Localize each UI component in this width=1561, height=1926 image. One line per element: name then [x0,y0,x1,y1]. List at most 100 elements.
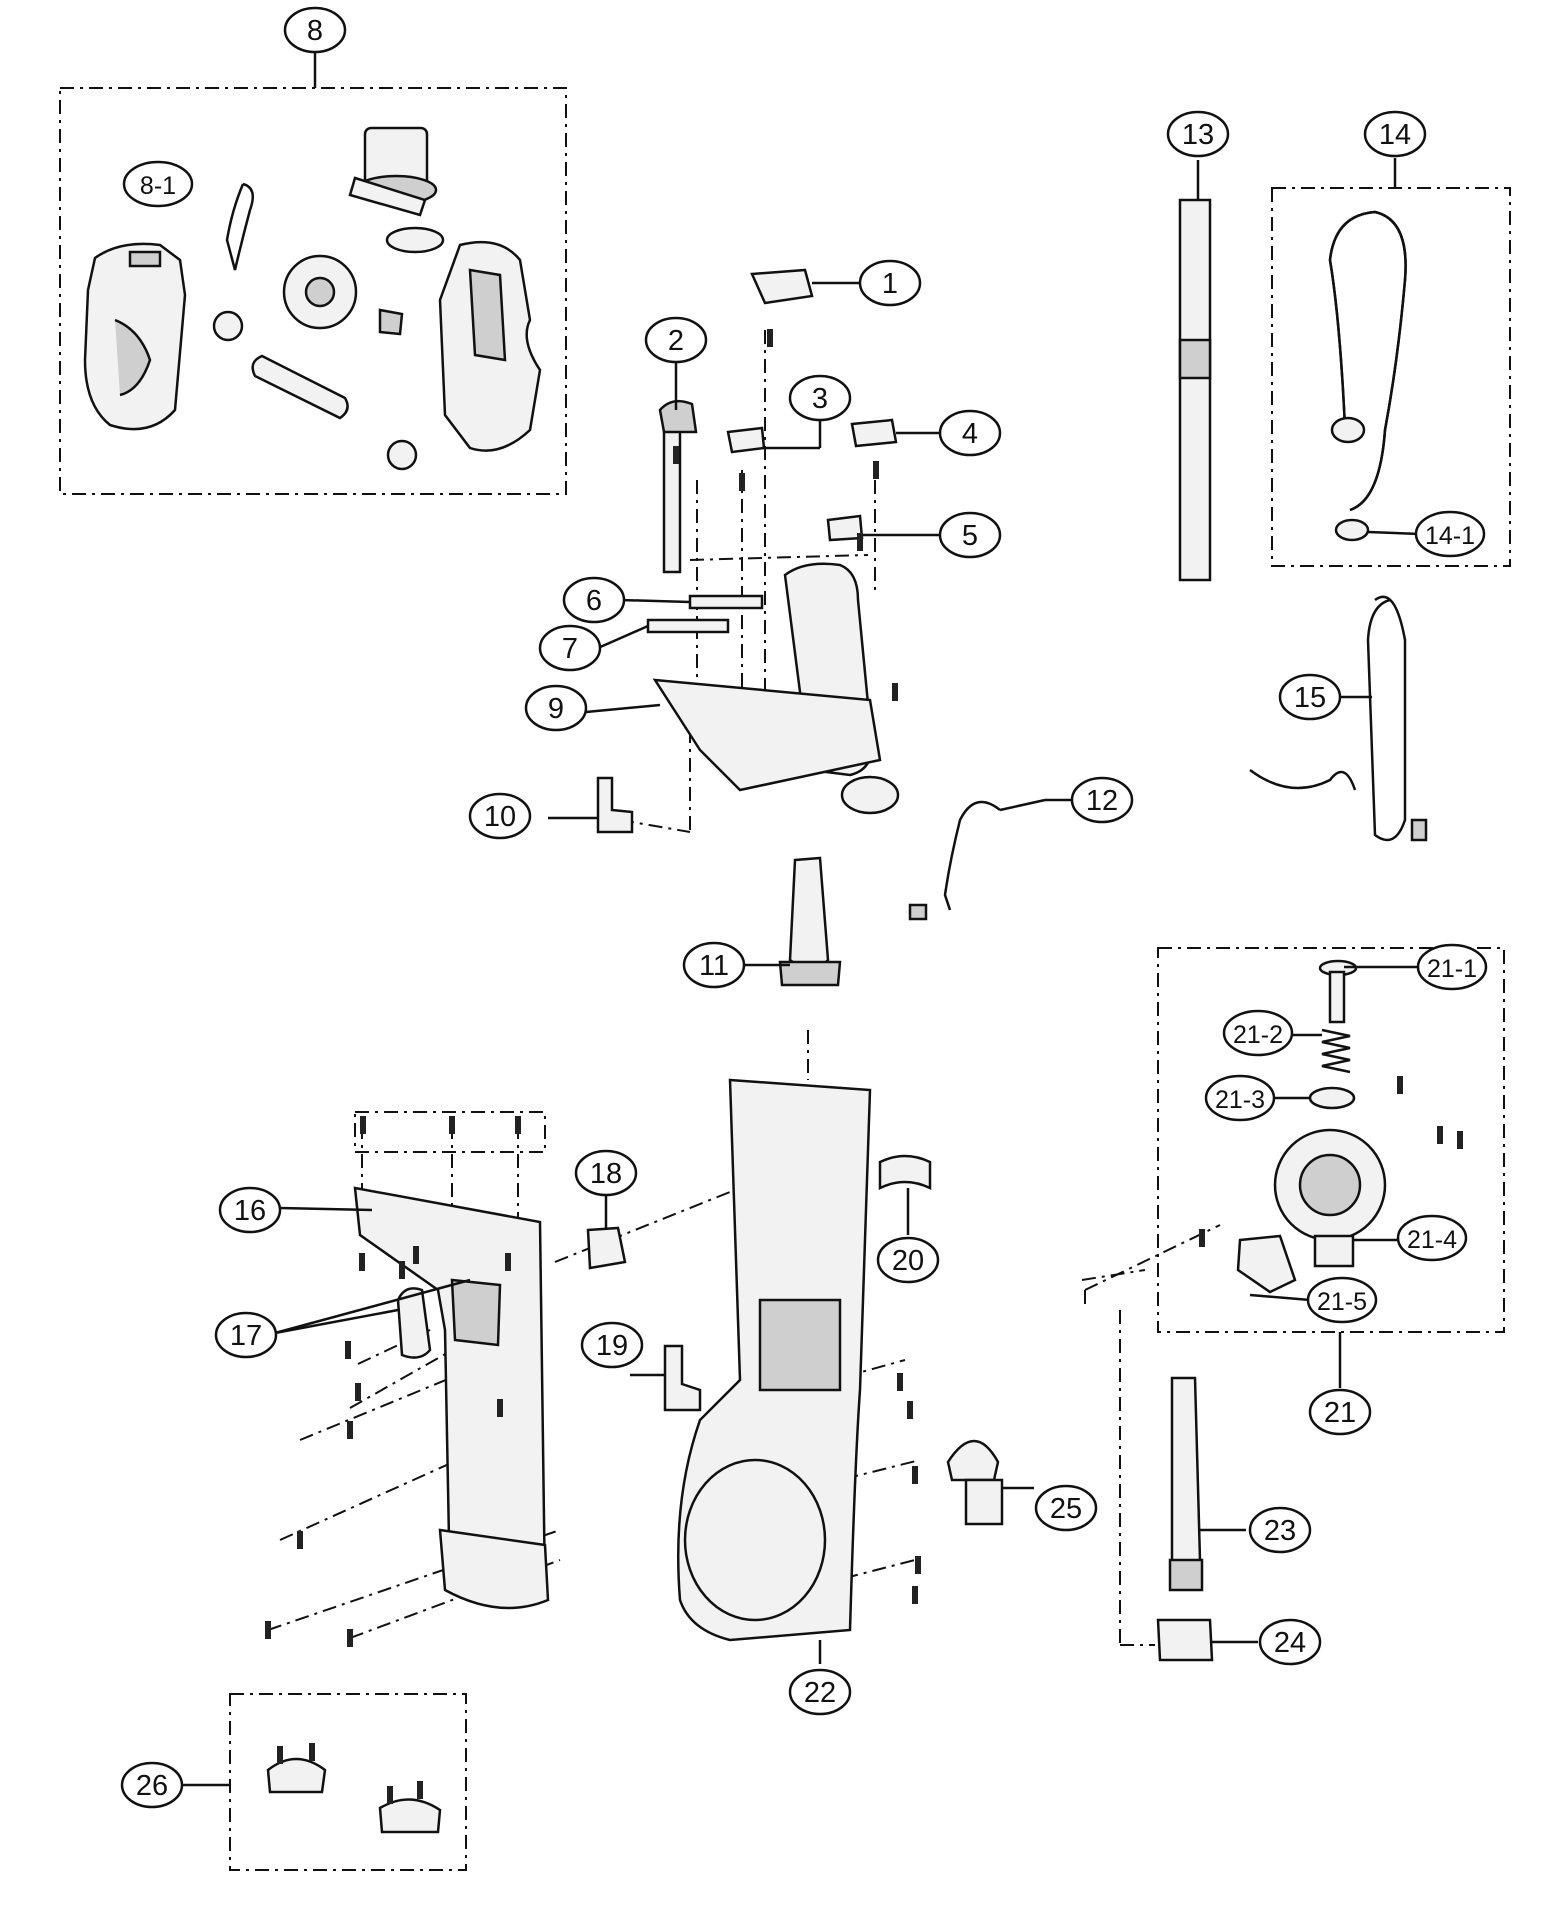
group-box-26 [182,1693,467,1871]
callout-label: 14-1 [1425,522,1475,550]
part-21-5 [1236,1234,1311,1302]
callout-ellipse [1222,1009,1294,1057]
screw [359,1253,365,1271]
screw [360,1116,366,1134]
callout-label: 22 [804,1677,836,1709]
callout-15: 15 [1278,673,1342,721]
callout-14-1: 14-1 [1414,510,1486,558]
screw [1199,1229,1205,1247]
part-16-back-cover [279,1186,550,1610]
screw [309,1743,315,1761]
screw [912,1586,918,1604]
part-11 [743,856,842,987]
screw [897,1373,903,1391]
callout-21-4: 21-4 [1396,1214,1468,1262]
part-7 [597,618,730,650]
callout-ellipse [858,259,922,307]
screw [277,1746,283,1764]
part-1 [750,268,860,305]
callout-ellipse [562,576,626,624]
callout-8-1: 8-1 [122,160,194,208]
callout-10: 10 [468,792,532,840]
callout-21-1: 21-1 [1416,943,1488,991]
callout-label: 17 [230,1320,262,1352]
callout-label: 18 [590,1158,622,1190]
callout-label: 21-2 [1233,1021,1283,1049]
group-box-16-screws [354,1111,546,1153]
callout-26: 26 [120,1761,184,1809]
callout-label: 12 [1086,785,1118,817]
part-17-gasket [274,1278,471,1359]
callout-label: 26 [136,1770,168,1802]
callout-ellipse [538,624,602,672]
part-14-hose [1328,210,1407,512]
callout-ellipse [1308,1388,1372,1436]
callout-ellipse [644,316,708,364]
callout-6: 6 [562,576,626,624]
callout-ellipse [1166,110,1230,158]
screw [449,1116,455,1134]
callout-25: 25 [1034,1484,1098,1532]
callout-label: 3 [812,383,828,415]
callout-label: 21 [1324,1397,1356,1429]
callout-16: 16 [218,1186,282,1234]
callout-ellipse [1070,776,1134,824]
callout-label: 23 [1264,1515,1296,1547]
screw [912,1466,918,1484]
callout-label: 19 [596,1330,628,1362]
part-22-main-body [676,1078,872,1664]
callout-ellipse [938,409,1002,457]
callout-label: 24 [1274,1627,1306,1659]
callout-label: 16 [234,1195,266,1227]
callout-ellipse [1248,1506,1312,1554]
part-10 [548,776,634,834]
part-15-cord [1249,595,1428,842]
screw [892,683,898,701]
part-24 [1156,1618,1258,1662]
callout-ellipse [682,941,746,989]
callout-21-5: 21-5 [1306,1276,1378,1324]
callout-9: 9 [524,684,588,732]
part-8-motor-assembly [83,126,542,471]
screw [347,1629,353,1647]
screw [399,1261,405,1279]
callout-ellipse [788,374,852,422]
screw [1437,1126,1443,1144]
screw [515,1116,521,1134]
screw [767,329,773,347]
part-23-crevice-tool [1168,1376,1246,1592]
callout-8: 8 [283,6,347,54]
callout-18: 18 [574,1149,638,1197]
part-12-wire [908,798,1072,921]
screws [265,329,1463,1804]
callout-label: 5 [962,520,978,552]
part-14-1 [1334,518,1421,542]
part-4 [850,418,940,448]
callout-1: 1 [858,259,922,307]
callout-label: 9 [548,693,564,725]
callout-label: 20 [892,1245,924,1277]
part-21-2-spring [1290,1028,1351,1074]
callout-21: 21 [1308,1388,1372,1436]
screw [673,446,679,464]
part-2 [658,362,698,574]
callout-label: 1 [882,268,898,300]
part-13-wand [1178,160,1212,582]
callout-label: 4 [962,418,978,450]
callout-14: 14 [1363,110,1427,158]
part-21-1 [1318,959,1420,1024]
callout-ellipse [1396,1214,1468,1262]
screw [497,1399,503,1417]
callout-label: 21-1 [1427,955,1477,983]
screw [857,533,863,551]
callout-20: 20 [876,1236,940,1284]
callout-5: 5 [938,511,1002,559]
screw [873,461,879,479]
callout-7: 7 [538,624,602,672]
part-5 [826,514,940,542]
part-9-upper-body [585,562,900,815]
callout-label: 15 [1294,682,1326,714]
callout-label: 8-1 [140,172,176,200]
callout-24: 24 [1258,1618,1322,1666]
